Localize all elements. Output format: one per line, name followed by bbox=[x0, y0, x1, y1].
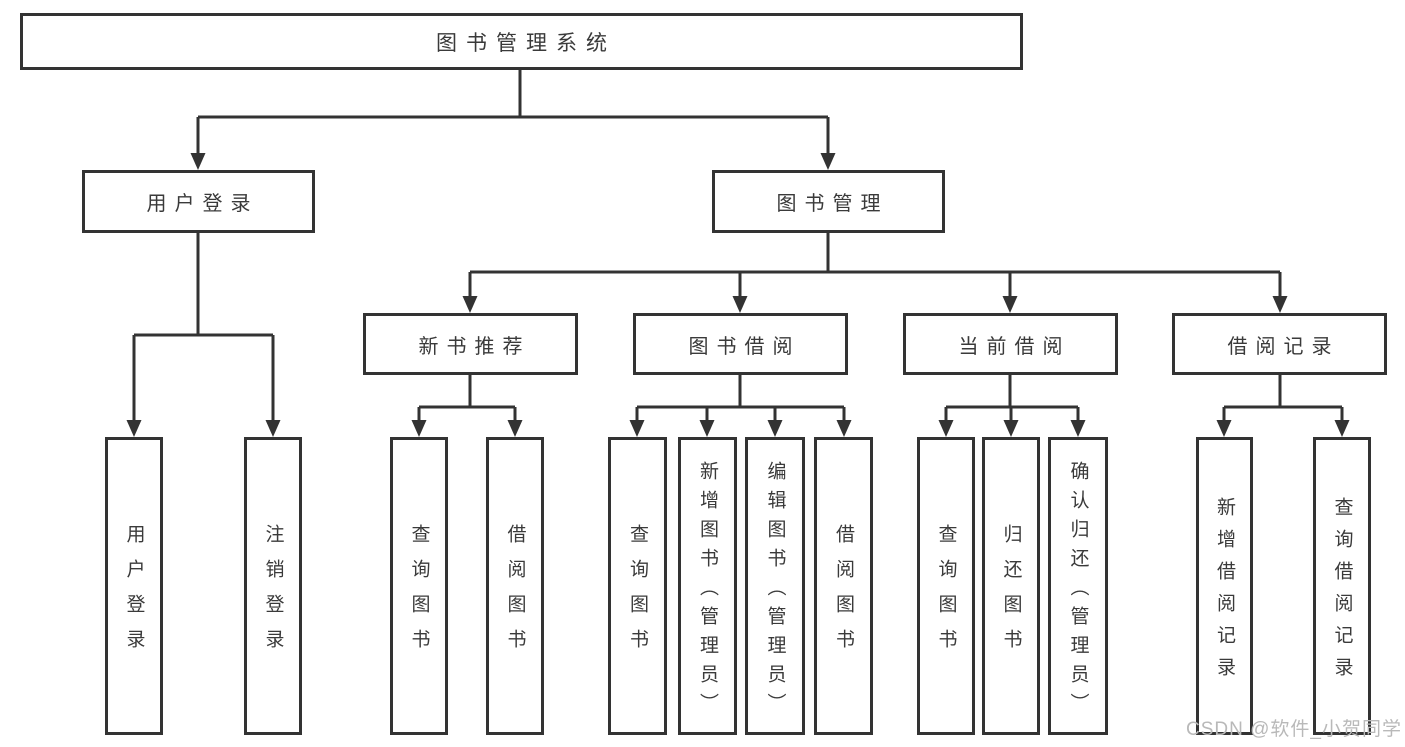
node-leaf-borrow-add-books-admin: 新增图书（管理员） bbox=[678, 437, 737, 735]
node-book-mgmt: 图书管理 bbox=[712, 170, 945, 233]
node-leaf-current-query-books: 查询图书 bbox=[917, 437, 975, 735]
node-leaf-user-login: 用户登录 bbox=[105, 437, 163, 735]
node-user-login: 用户登录 bbox=[82, 170, 315, 233]
node-leaf-newbook-borrow-books: 借阅图书 bbox=[486, 437, 544, 735]
node-leaf-current-confirm-return-admin-label: 确认归还（管理员） bbox=[1067, 460, 1089, 722]
node-leaf-newbook-borrow-books-label: 借阅图书 bbox=[504, 524, 526, 664]
node-leaf-borrow-edit-books-admin: 编辑图书（管理员） bbox=[745, 437, 805, 735]
node-leaf-borrow-query-books: 查询图书 bbox=[608, 437, 667, 735]
node-book-borrow: 图书借阅 bbox=[633, 313, 848, 375]
node-borrow-records: 借阅记录 bbox=[1172, 313, 1387, 375]
node-new-book-recommend: 新书推荐 bbox=[363, 313, 578, 375]
node-leaf-logout: 注销登录 bbox=[244, 437, 302, 735]
arrowheads bbox=[126, 153, 1350, 437]
node-book-borrow-label: 图书借阅 bbox=[688, 335, 801, 358]
edge-borrow-records-split bbox=[1222, 375, 1344, 423]
node-current-borrow-label: 当前借阅 bbox=[958, 335, 1071, 358]
node-leaf-records-add-record: 新增借阅记录 bbox=[1196, 437, 1253, 735]
node-leaf-newbook-query-books-label: 查询图书 bbox=[408, 524, 430, 664]
edge-new-book-split bbox=[417, 375, 517, 423]
node-user-login-label: 用户登录 bbox=[146, 193, 259, 215]
node-leaf-records-query-record-label: 查询借阅记录 bbox=[1331, 496, 1353, 689]
node-root-label: 图书管理系统 bbox=[436, 31, 616, 55]
node-root: 图书管理系统 bbox=[20, 13, 1023, 70]
node-leaf-borrow-query-books-label: 查询图书 bbox=[627, 524, 648, 664]
node-leaf-borrow-edit-books-admin-label: 编辑图书（管理员） bbox=[764, 460, 786, 722]
node-current-borrow: 当前借阅 bbox=[903, 313, 1118, 375]
node-leaf-newbook-query-books: 查询图书 bbox=[390, 437, 448, 735]
edge-user-login-split bbox=[132, 232, 275, 423]
edge-root-split bbox=[196, 69, 830, 156]
node-leaf-records-add-record-label: 新增借阅记录 bbox=[1214, 496, 1235, 689]
node-book-mgmt-label: 图书管理 bbox=[776, 193, 889, 215]
node-leaf-borrow-add-books-admin-label: 新增图书（管理员） bbox=[697, 460, 718, 722]
node-leaf-logout-label: 注销登录 bbox=[262, 524, 284, 664]
node-new-book-recommend-label: 新书推荐 bbox=[418, 335, 531, 358]
edge-book-mgmt-split bbox=[468, 232, 1282, 299]
node-leaf-current-query-books-label: 查询图书 bbox=[935, 524, 957, 664]
node-leaf-current-return-books-label: 归还图书 bbox=[1000, 524, 1022, 664]
node-leaf-current-return-books: 归还图书 bbox=[982, 437, 1040, 735]
node-leaf-records-query-record: 查询借阅记录 bbox=[1313, 437, 1371, 735]
node-leaf-borrow-borrow-books-label: 借阅图书 bbox=[833, 524, 854, 664]
node-leaf-borrow-borrow-books: 借阅图书 bbox=[814, 437, 873, 735]
node-leaf-user-login-label: 用户登录 bbox=[123, 524, 145, 664]
watermark: CSDN @软件_小贺同学 bbox=[1186, 719, 1402, 740]
edge-current-borrow-split bbox=[944, 375, 1080, 423]
node-borrow-records-label: 借阅记录 bbox=[1227, 335, 1340, 358]
node-leaf-current-confirm-return-admin: 确认归还（管理员） bbox=[1048, 437, 1108, 735]
edge-book-borrow-split bbox=[635, 375, 846, 423]
